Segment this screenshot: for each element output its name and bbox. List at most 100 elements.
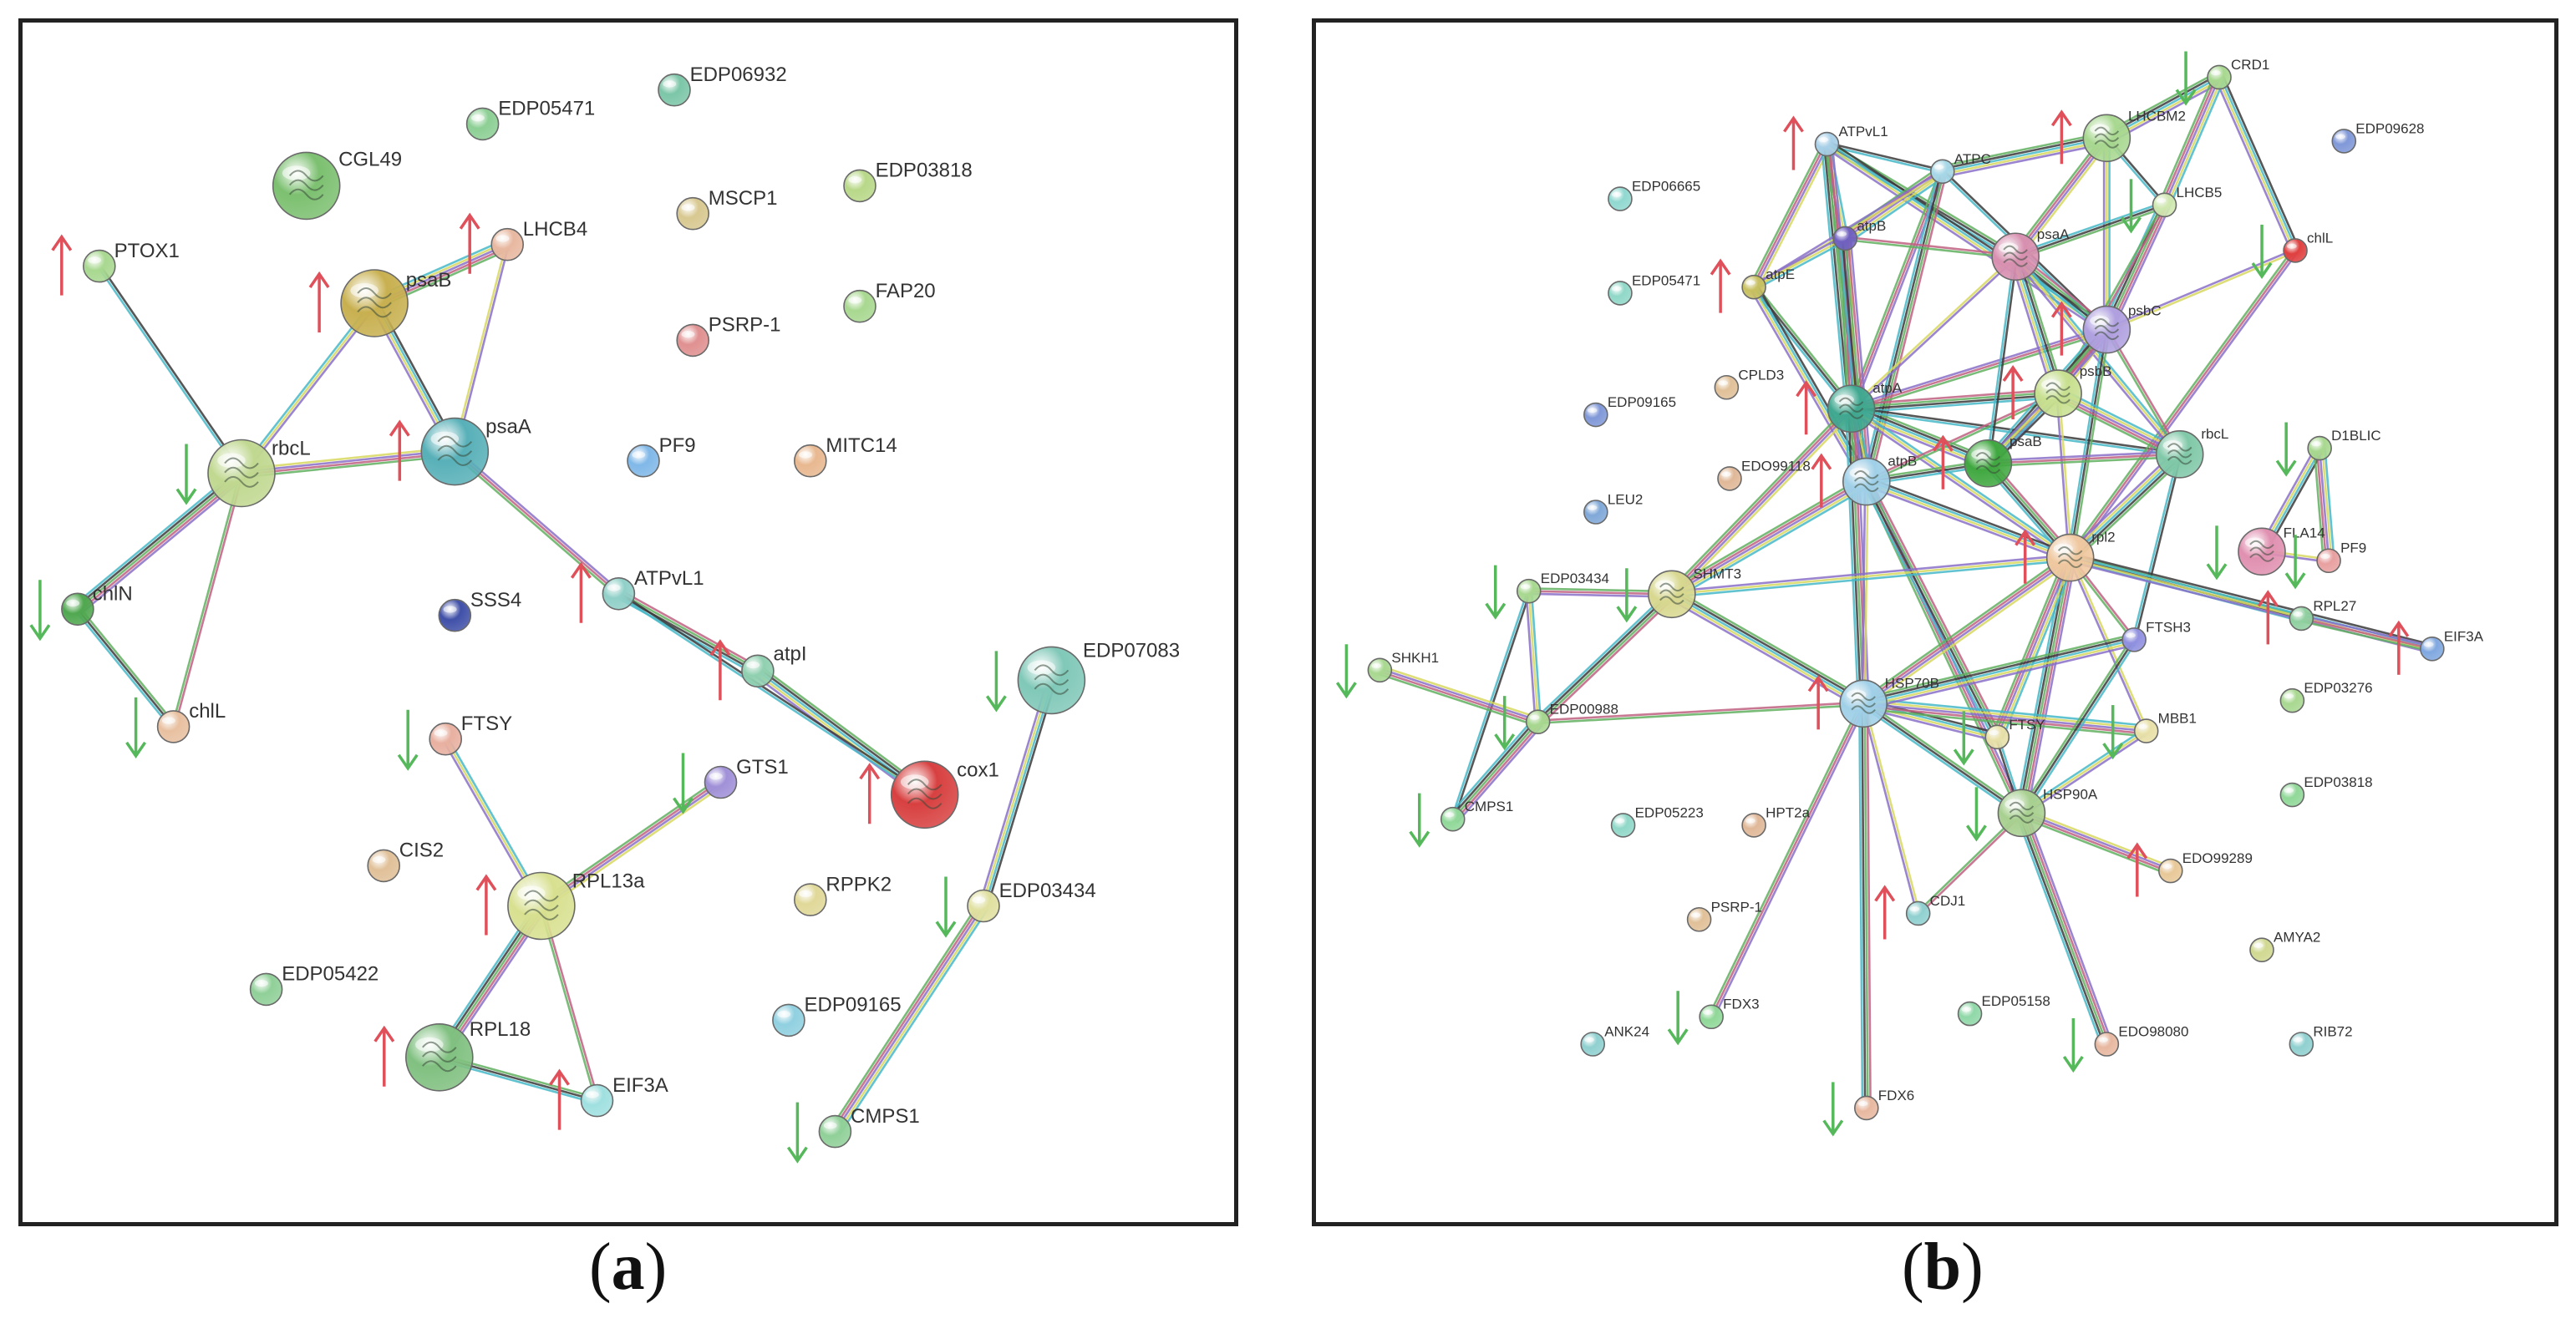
up-arrow-icon (459, 212, 480, 274)
node-label: HSP90A (2043, 786, 2098, 802)
node-sphere (676, 196, 710, 231)
node-sphere (2283, 238, 2308, 263)
up-arrow-icon (373, 1025, 395, 1087)
up-arrow-icon (859, 763, 881, 824)
node-label: EDP05422 (282, 963, 379, 986)
node-label: psbC (2128, 303, 2162, 319)
protein-structure-icon (2167, 443, 2192, 465)
node-lhcb5: LHCB5 (2121, 179, 2222, 234)
edge-edp00988-cmps1 (1447, 718, 1543, 824)
protein-structure-icon (1851, 692, 1876, 714)
node-hsp90a: HSP90A (1965, 786, 2098, 842)
edge-edp03434-edp00988 (1525, 591, 1542, 723)
down-arrow-icon (2251, 224, 2273, 280)
node-lhcb4: LHCB4 (459, 212, 587, 274)
node-label: rbcL (2201, 426, 2228, 442)
node-sphere (2094, 1032, 2120, 1057)
down-arrow-icon (1965, 787, 1987, 842)
protein-structure-icon (422, 1041, 457, 1073)
edge-d1blic-pf9 (2313, 447, 2335, 561)
down-arrow-icon (985, 651, 1007, 713)
node-shmt3: SHMT3 (1616, 566, 1741, 623)
edge-atpb2-psbb (1865, 391, 2060, 484)
node-label: RPL13a (572, 870, 645, 893)
node-edp05158: EDP05158 (1957, 993, 2050, 1027)
protein-structure-icon (2057, 546, 2083, 569)
node-cdj1: CDJ1 (1874, 885, 1965, 940)
edge-rbcl-rpl2 (2065, 449, 2185, 563)
node-sphere (2420, 636, 2445, 662)
down-arrow-icon (2175, 51, 2197, 106)
node-sphere (465, 107, 500, 141)
node-mbb1: MBB1 (2102, 705, 2197, 760)
edge-shmt3-edp00988 (1534, 590, 1676, 726)
node-psbc: psbC (2050, 301, 2162, 356)
node-sphere (2249, 937, 2274, 962)
node-sphere (490, 227, 525, 261)
node-label: atpA (1872, 380, 1903, 396)
down-arrow-icon (786, 1102, 808, 1164)
up-arrow-icon (2002, 364, 2024, 420)
edge-atpa-rpl2 (1849, 405, 2073, 561)
up-arrow-icon (2015, 529, 2036, 584)
node-sphere (843, 289, 876, 323)
node-label: EDP03818 (2304, 774, 2372, 790)
node-sphere (429, 722, 463, 756)
node-label: ATPvL1 (1838, 124, 1888, 139)
node-sphere (1583, 500, 1608, 525)
edge-hsp90a-edo98080 (2015, 810, 2113, 1047)
node-label: MSCP1 (709, 187, 778, 210)
node-amya2: AMYA2 (2249, 930, 2320, 962)
up-arrow-icon (51, 234, 73, 296)
down-arrow-icon (1335, 644, 1357, 699)
down-arrow-icon (2062, 1018, 2084, 1073)
node-label: ATPC (1954, 151, 1991, 167)
node-label: cox1 (957, 758, 999, 781)
edge-lhcb5-psaa (2014, 201, 2166, 261)
node-label: MITC14 (826, 434, 897, 457)
edge-chln-chll (74, 606, 177, 729)
node-atpe: atpE (1710, 258, 1795, 313)
caption-b: (b) (1902, 1230, 1984, 1304)
node-atpb: atpB (1832, 218, 1886, 251)
edge-lhcbm2-psaa (2011, 134, 2111, 260)
node-label: FDX6 (1878, 1088, 1914, 1103)
edge-atpb-psaa (1845, 236, 2016, 260)
node-rppk2: RPPK2 (793, 873, 892, 916)
up-arrow-icon (709, 639, 731, 701)
up-arrow-icon (2050, 109, 2072, 165)
up-arrow-icon (549, 1068, 570, 1130)
node-edp03434: EDP03434 (1485, 565, 1609, 620)
edge-shmt3-hsp70b (1669, 588, 1867, 710)
edge-atpa-psbc (1850, 326, 2108, 413)
edge-psaa-lhcb4 (452, 243, 511, 453)
edge-psbc-rbcl (2104, 328, 2182, 456)
up-arrow-icon (2388, 620, 2410, 675)
node-sphere (1984, 724, 2010, 750)
node-shkh1: SHKH1 (1335, 644, 1439, 699)
edge-hsp70b-mbb1 (1862, 697, 2147, 738)
edge-atpvl1-atpi (616, 589, 760, 676)
node-label: CGL49 (338, 148, 402, 170)
node-label: EDP06665 (1632, 179, 1700, 195)
node-sphere (772, 1003, 805, 1037)
protein-structure-icon (1838, 397, 1864, 419)
node-sphere (2157, 858, 2183, 884)
node-ftsy: FTSY (1953, 711, 2045, 766)
edge-hsp70b-fdx6 (1858, 703, 1872, 1108)
node-chln: chlN (29, 580, 133, 642)
node-label: chlL (189, 700, 226, 723)
up-arrow-icon (2050, 301, 2072, 356)
node-label: D1BLIC (2331, 428, 2381, 444)
down-arrow-icon (1667, 991, 1689, 1046)
node-sphere (1525, 709, 1551, 734)
node-sphere (1608, 186, 1633, 211)
node-edo99289: EDO99289 (2126, 842, 2253, 897)
node-edp03434: EDP03434 (935, 876, 1096, 938)
node-label: ANK24 (1604, 1024, 1649, 1040)
caption-a: (a) (589, 1230, 668, 1304)
node-gts1: GTS1 (673, 753, 789, 814)
down-arrow-icon (2206, 525, 2228, 581)
node-edp00988: EDP00988 (1494, 696, 1618, 751)
edge-hsp70b-hsp90a (1861, 700, 2025, 817)
